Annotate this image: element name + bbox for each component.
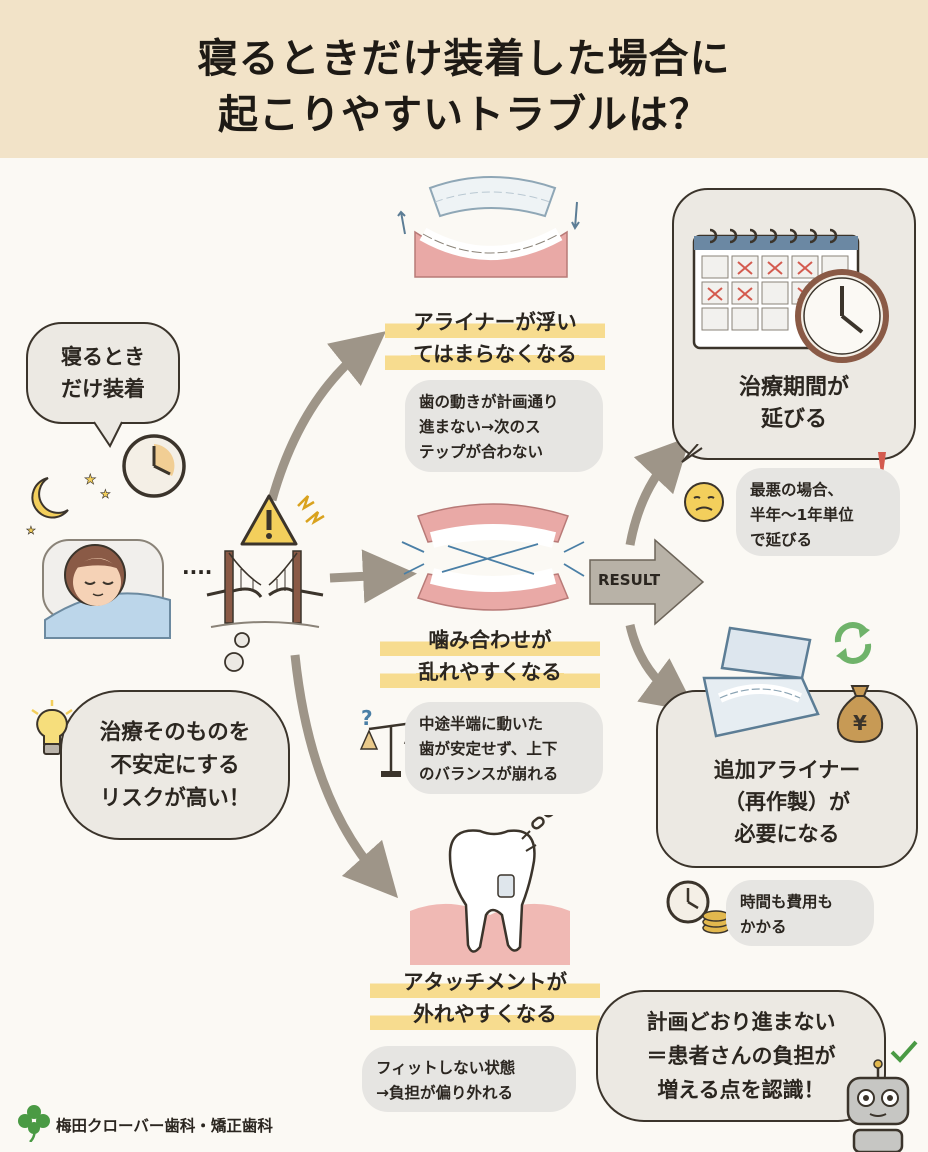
trouble3-note-line1: フィットしない状態 bbox=[376, 1059, 516, 1077]
trouble1-note-line3: テップが合わない bbox=[419, 443, 544, 461]
broken-bridge-icon bbox=[206, 550, 324, 628]
warning-icon bbox=[240, 494, 298, 546]
trouble1-note: 歯の動きが計画通り 進まない→次のス テップが合わない bbox=[405, 380, 603, 472]
thought-line2: 不安定にする bbox=[110, 752, 240, 778]
clock-coins-icon bbox=[666, 880, 730, 934]
arrow-to-trouble1 bbox=[267, 331, 387, 502]
trouble1-title-line2: てはまらなくなる bbox=[411, 342, 579, 366]
clock-icon bbox=[122, 434, 186, 498]
lightbulb-icon bbox=[31, 700, 73, 755]
calendar-clock-illustration bbox=[692, 228, 889, 363]
trouble3-title-line1: アタッチメントが bbox=[370, 966, 600, 998]
robot-icon bbox=[846, 1040, 918, 1152]
trouble2-note-line1: 中途半端に動いた bbox=[419, 715, 544, 733]
conclusion-line2: ＝患者さんの負担が bbox=[646, 1044, 836, 1068]
page-title-line2: 起こりやすいトラブルは？ bbox=[218, 92, 710, 138]
aligner-teeth-illustration bbox=[397, 176, 580, 278]
result1-note: 最悪の場合、 半年〜1年単位 で延びる bbox=[736, 468, 900, 556]
sleeping-person-illustration bbox=[42, 539, 171, 639]
trouble2-note-line3: のバランスが崩れる bbox=[419, 765, 559, 783]
svg-text:★: ★ bbox=[26, 524, 36, 537]
result1-title-line2: 延びる bbox=[760, 407, 827, 432]
result2-title-line2: （再作製）が bbox=[724, 790, 850, 814]
svg-text:★: ★ bbox=[84, 472, 97, 488]
result-arrow bbox=[589, 538, 705, 626]
svg-text:★: ★ bbox=[100, 487, 111, 501]
trouble2-note-line2: 歯が安定せず、上下 bbox=[419, 740, 558, 758]
trouble1-note-line2: 進まない→次のス bbox=[419, 418, 541, 436]
ellipsis: ···· bbox=[182, 560, 213, 584]
conclusion-line3: 増える点を認識！ bbox=[657, 1078, 825, 1102]
moon-stars-icon: ★ ★ ★ bbox=[26, 472, 111, 538]
result1-note-line3: で延びる bbox=[750, 531, 813, 549]
trouble2-title-line2: 乱れやすくなる bbox=[416, 660, 564, 684]
trouble2-title-line1: 噛み合わせが bbox=[380, 624, 600, 656]
result2-note-line2: かかる bbox=[740, 918, 787, 936]
speech-line1: 寝るとき bbox=[61, 345, 145, 369]
tooth-attachment-illustration bbox=[410, 815, 570, 965]
speech-bubble: 寝るとき だけ装着 bbox=[26, 322, 180, 424]
result2-title-line3: 必要になる bbox=[734, 822, 840, 846]
thought-dots bbox=[224, 632, 250, 672]
clinic-name: 梅田クローバー歯科・矯正歯科 bbox=[56, 1117, 273, 1135]
trouble1-title: アライナーが浮い てはまらなくなる bbox=[385, 306, 605, 370]
conclusion-line1: 計画どおり進まない bbox=[646, 1010, 836, 1034]
thought-line3: リスクが高い！ bbox=[99, 785, 251, 811]
trouble3-note-line2: →負担が偏り外れる bbox=[376, 1084, 513, 1102]
result2-title-line1: 追加アライナー bbox=[713, 758, 861, 782]
money-symbol: ¥ bbox=[853, 711, 867, 735]
result-label: RESULT bbox=[598, 571, 661, 589]
crack-spark-icon bbox=[297, 495, 325, 525]
trouble3-title: アタッチメントが 外れやすくなる bbox=[370, 966, 600, 1030]
result1-title-line1: 治療期間が bbox=[738, 375, 849, 400]
trouble3-title-line2: 外れやすくなる bbox=[411, 1002, 559, 1026]
trouble2-note: 中途半端に動いた 歯が安定せず、上下 のバランスが崩れる bbox=[405, 702, 603, 794]
clover-logo-icon bbox=[18, 1105, 50, 1142]
trouble1-title-line1: アライナーが浮い bbox=[385, 306, 605, 338]
misaligned-bite-illustration bbox=[401, 503, 585, 611]
aligner-case-illustration bbox=[702, 626, 820, 738]
trouble1-note-line1: 歯の動きが計画通り bbox=[419, 393, 559, 411]
page-title-line1: 寝るときだけ装着した場合に bbox=[197, 36, 731, 82]
trouble2-title: 噛み合わせが 乱れやすくなる bbox=[380, 624, 600, 688]
result2-note-line1: 時間も費用も bbox=[740, 893, 834, 911]
arrow-to-trouble3 bbox=[290, 654, 399, 899]
conclusion-bubble: 計画どおり進まない ＝患者さんの負担が 増える点を認識！ bbox=[596, 990, 886, 1122]
result2-note: 時間も費用も かかる bbox=[726, 880, 874, 946]
worried-face-icon bbox=[684, 482, 724, 522]
trouble3-note: フィットしない状態 →負担が偏り外れる bbox=[362, 1046, 576, 1112]
speech-tail bbox=[93, 421, 123, 448]
arrow-to-result1 bbox=[625, 436, 691, 546]
thought-line1: 治療そのものを bbox=[99, 719, 251, 745]
thought-bubble: 治療そのものを 不安定にする リスクが高い！ bbox=[60, 690, 290, 840]
svg-text:?: ? bbox=[361, 706, 373, 730]
refresh-icon bbox=[834, 622, 872, 664]
money-bag-icon: ¥ bbox=[836, 685, 884, 744]
speech-line2: だけ装着 bbox=[61, 377, 145, 401]
arrow-to-result2 bbox=[625, 623, 697, 713]
result1-note-line2: 半年〜1年単位 bbox=[750, 506, 854, 524]
arrow-to-trouble2 bbox=[329, 549, 417, 604]
header-banner bbox=[0, 0, 928, 158]
result1-bubble-tail bbox=[681, 444, 703, 463]
result1-note-line1: 最悪の場合、 bbox=[750, 481, 844, 499]
